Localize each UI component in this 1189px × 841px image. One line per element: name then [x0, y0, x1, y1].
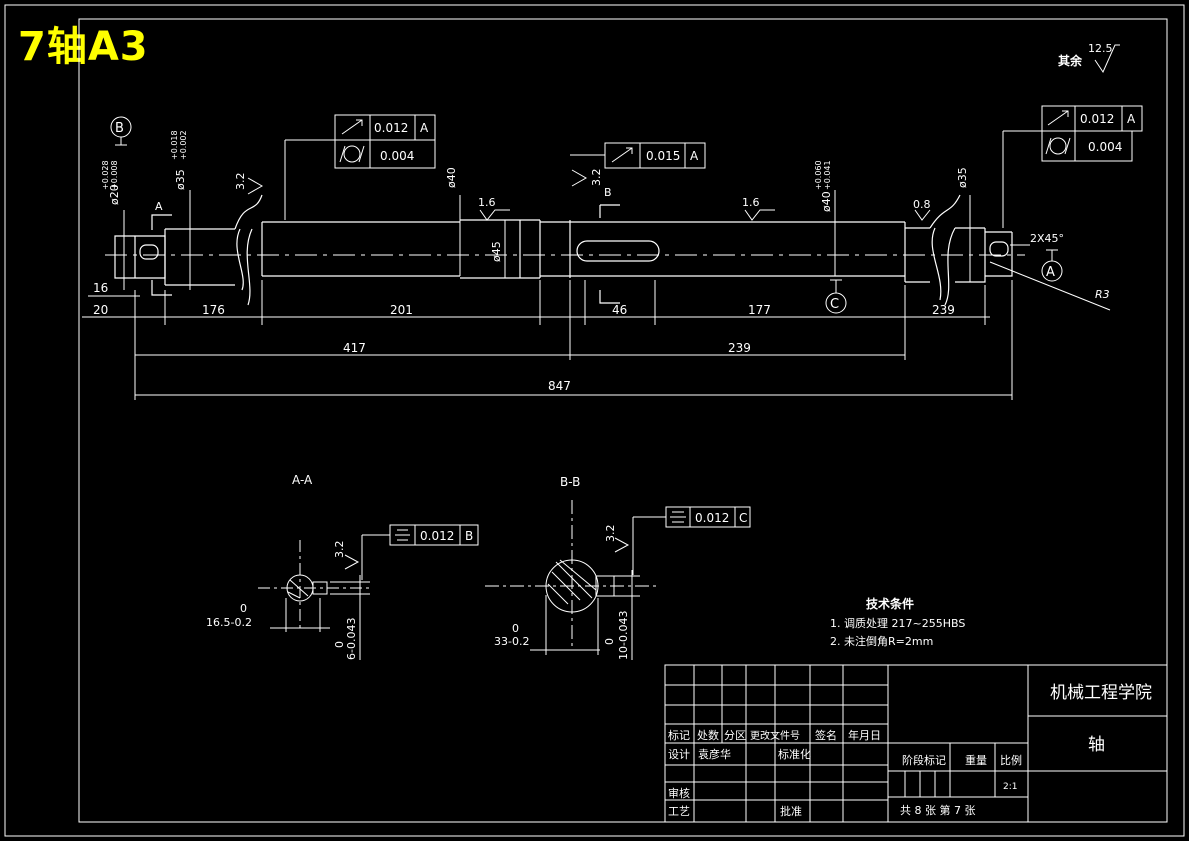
tolerance-frame-right — [1002, 105, 1143, 228]
tb-h-doc: 更改文件号 — [750, 729, 800, 742]
bb-w-tol: 33-0.2 — [494, 635, 529, 648]
tf-left-cyl: 0.004 — [380, 149, 414, 163]
tb-h-date: 年月日 — [848, 728, 881, 742]
tb-design: 设计 — [668, 748, 690, 761]
finish-r3: 1.6 — [478, 196, 496, 209]
bb-w-tol-up: 0 — [512, 622, 519, 635]
sheet-border — [4, 4, 1185, 837]
bb-h-tol: 10-0.043 — [617, 611, 630, 660]
length-dims — [82, 280, 1013, 400]
tech-req-line1: 1. 调质处理 217~255HBS — [830, 617, 965, 630]
datum-c: C — [830, 297, 839, 312]
d40b-tol-low: +0.041 — [823, 160, 832, 190]
bb-sym-datum: C — [739, 511, 747, 525]
rest-value: 12.5 — [1088, 42, 1113, 55]
dim-847: 847 — [548, 379, 571, 393]
tf-mid-runout-datum: A — [690, 149, 699, 163]
aa-h-tol: 6-0.043 — [345, 618, 358, 660]
d40b-tol-up: +0.060 — [814, 160, 823, 190]
d35a-tol-low: +0.002 — [179, 130, 188, 160]
tolerance-frame-left — [284, 114, 436, 220]
surface-finish-symbols — [247, 44, 1120, 570]
drawing-title: 7轴A3 — [18, 24, 149, 70]
d45-label: ø45 — [490, 241, 503, 262]
tech-req-line2: 2. 未注倒角R=2mm — [830, 634, 933, 648]
datum-b: B — [115, 121, 124, 136]
d20-tol-low: +0.008 — [110, 160, 119, 190]
tf-left-runout: 0.012 — [374, 121, 408, 135]
dim-417: 417 — [343, 341, 366, 355]
tf-right-runout: 0.012 — [1080, 112, 1114, 126]
tb-review: 审核 — [668, 786, 690, 800]
section-aa-view — [258, 524, 479, 660]
finish-r5: 0.8 — [913, 198, 931, 211]
rest-label: 其余 — [1058, 53, 1083, 68]
tb-h-sign: 签名 — [815, 728, 837, 742]
dim-239a: 239 — [932, 303, 955, 317]
tb-stage: 阶段标记 — [902, 753, 946, 767]
tf-mid-runout: 0.015 — [646, 149, 680, 163]
finish-r6: 3.2 — [333, 541, 346, 559]
finish-r2: 3.2 — [590, 169, 603, 187]
tb-scale: 比例 — [1000, 753, 1022, 767]
tb-process: 工艺 — [668, 805, 690, 818]
part-name: 轴 — [1088, 735, 1105, 755]
tf-left-runout-datum: A — [420, 121, 429, 135]
datum-a: A — [1046, 265, 1055, 280]
bb-h-tol-up: 0 — [603, 638, 616, 645]
dim-16: 16 — [93, 281, 108, 295]
dim-176: 176 — [202, 303, 225, 317]
finish-r4: 1.6 — [742, 196, 760, 209]
tolerance-frame-mid — [570, 142, 706, 169]
section-mark-a: A — [155, 200, 163, 213]
section-bb-title: B-B — [560, 475, 580, 489]
datum-markers — [110, 116, 1063, 314]
d20-label: ø20 — [108, 184, 121, 205]
tb-designer: 袁彦华 — [698, 747, 731, 761]
tb-sheets: 共 8 张 第 7 张 — [900, 803, 975, 817]
aa-sym-datum: B — [465, 529, 473, 543]
section-bb-view — [485, 500, 751, 660]
tf-right-runout-datum: A — [1127, 112, 1136, 126]
d40b-label: ø40 — [820, 191, 833, 212]
d20-tol-up: +0.028 — [101, 160, 110, 190]
d35a-tol-up: +0.018 — [170, 130, 179, 160]
section-aa-title: A-A — [292, 473, 313, 487]
tb-standard: 标准化 — [778, 747, 811, 761]
aa-w-tol: 16.5-0.2 — [206, 616, 252, 629]
dim-201: 201 — [390, 303, 413, 317]
school-name: 机械工程学院 — [1050, 683, 1152, 703]
tb-h-mark: 标记 — [668, 728, 690, 742]
dim-239b: 239 — [728, 341, 751, 355]
d40-label: ø40 — [445, 167, 458, 188]
finish-r7: 3.2 — [604, 525, 617, 543]
chamfer-label: 2X45° — [1030, 232, 1064, 245]
shaft-outline — [114, 194, 1013, 306]
aa-sym-value: 0.012 — [420, 529, 454, 543]
dim-177: 177 — [748, 303, 771, 317]
section-markers — [151, 204, 620, 304]
tb-h-count: 处数 — [697, 729, 719, 742]
tb-scale-val: 2:1 — [1003, 782, 1017, 792]
tech-req-title: 技术条件 — [866, 596, 914, 611]
section-mark-b: B — [604, 186, 612, 199]
radius-leader — [989, 261, 1111, 311]
aa-h-tol-up: 0 — [333, 641, 346, 648]
tb-h-zone: 分区 — [724, 729, 746, 742]
radius-label: R3 — [1095, 288, 1110, 301]
tb-weight: 重量 — [965, 753, 987, 767]
tf-right-cyl: 0.004 — [1088, 140, 1122, 154]
dim-20: 20 — [93, 303, 108, 317]
title-block-grid — [664, 664, 1168, 823]
bb-sym-value: 0.012 — [695, 511, 729, 525]
finish-r1: 3.2 — [234, 173, 247, 191]
dim-46: 46 — [612, 303, 627, 317]
d35b-label: ø35 — [956, 167, 969, 188]
d35a-label: ø35 — [174, 169, 187, 190]
tb-approve: 批准 — [780, 804, 802, 818]
diameter-dims — [123, 190, 971, 290]
aa-w-tol-up: 0 — [240, 602, 247, 615]
